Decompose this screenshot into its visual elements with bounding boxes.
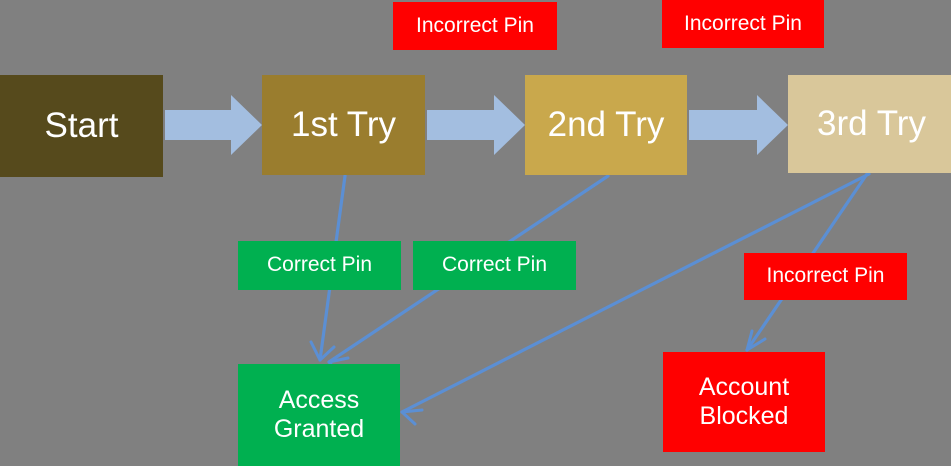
- node-access-granted[interactable]: Access Granted: [238, 364, 400, 466]
- edge-label-incorrect-pin-try3-text: Incorrect Pin: [766, 264, 885, 288]
- node-2nd-try[interactable]: 2nd Try: [525, 75, 687, 175]
- node-3rd-try-label: 3rd Try: [817, 104, 926, 144]
- node-start-label: Start: [44, 106, 119, 146]
- block-arrow-try1-to-try2: [427, 95, 525, 155]
- node-start[interactable]: Start: [0, 75, 163, 177]
- edge-label-incorrect-pin-try1-text: Incorrect Pin: [416, 13, 534, 37]
- node-2nd-try-label: 2nd Try: [547, 105, 665, 145]
- edge-label-incorrect-pin-try1: Incorrect Pin: [393, 2, 557, 50]
- edge-label-correct-pin-try2-text: Correct Pin: [441, 253, 548, 277]
- block-arrow-start-to-try1: [165, 95, 262, 155]
- edge-label-incorrect-pin-try2: Incorrect Pin: [662, 0, 824, 48]
- edge-label-incorrect-pin-try2-text: Incorrect Pin: [684, 11, 802, 35]
- edge-label-incorrect-pin-try3: Incorrect Pin: [744, 253, 907, 300]
- node-account-blocked-label: Account Blocked: [698, 372, 790, 431]
- edge-label-correct-pin-try2: Correct Pin: [413, 241, 576, 290]
- node-access-granted-label: Access Granted: [273, 385, 365, 444]
- edge-label-correct-pin-try1: Correct Pin: [238, 241, 401, 290]
- connector-try3-to-access-granted: [400, 172, 871, 426]
- node-1st-try-label: 1st Try: [290, 105, 397, 145]
- edge-label-correct-pin-try1-text: Correct Pin: [266, 253, 373, 277]
- node-3rd-try[interactable]: 3rd Try: [788, 75, 951, 173]
- node-account-blocked[interactable]: Account Blocked: [663, 352, 825, 452]
- block-arrow-try2-to-try3: [689, 95, 788, 155]
- node-1st-try[interactable]: 1st Try: [262, 75, 425, 175]
